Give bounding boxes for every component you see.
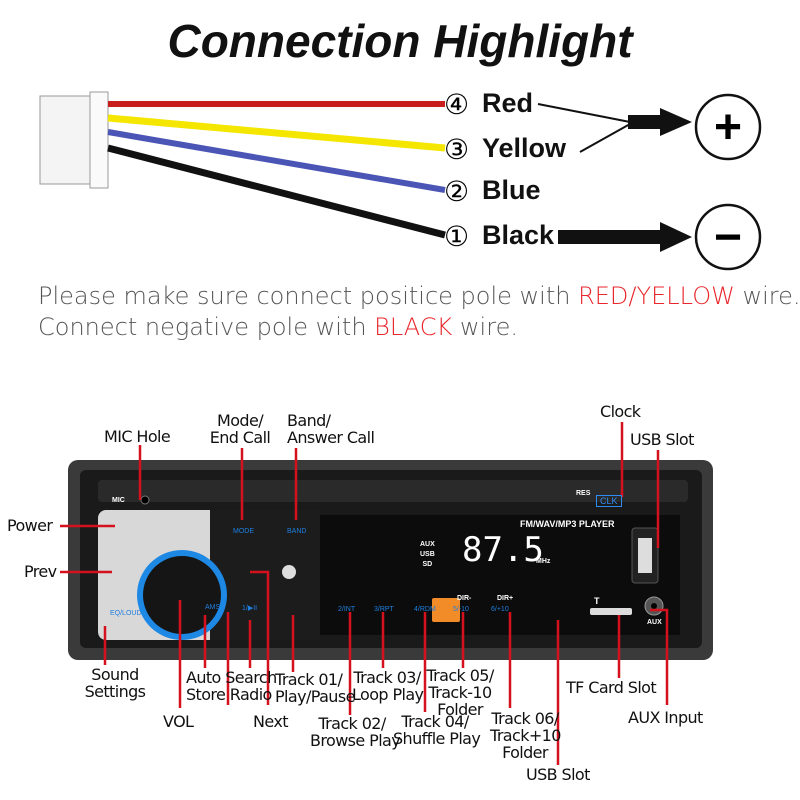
plus-sign: + xyxy=(713,101,743,154)
play-pause-button[interactable]: 1/▶II xyxy=(242,605,258,612)
res-button[interactable]: RES xyxy=(576,490,591,497)
wire-label-red: Red xyxy=(482,88,534,118)
red-arrow-line xyxy=(537,103,631,123)
aux-text: AUX xyxy=(647,619,662,626)
label-track-02: Track 02/Browse Play xyxy=(310,714,401,750)
label-usb-slot-bottom: USB Slot xyxy=(526,765,590,784)
wire-number: ② xyxy=(444,176,470,207)
note-line-2: Connect negative pole with BLACK wire. xyxy=(38,313,518,341)
clk-button[interactable]: CLK xyxy=(596,495,622,507)
minus-sign: − xyxy=(713,211,743,264)
mic-hole-icon xyxy=(140,495,150,505)
wire-label-black: Black xyxy=(482,220,555,250)
frequency-unit: MHz xyxy=(536,558,551,565)
plus-pole-icon xyxy=(694,93,762,161)
label-track-01: Track 01/Play/Pause xyxy=(275,670,355,706)
dir-plus-text: DIR+ xyxy=(497,595,514,602)
mic-text: MIC xyxy=(112,497,125,504)
preset-2-button[interactable]: 2/INT xyxy=(338,606,356,613)
frequency-display: 87.5 xyxy=(462,530,544,570)
label-usb-slot-top: USB Slot xyxy=(630,430,694,449)
wire-label-yellow: Yellow xyxy=(482,133,567,163)
wire-number: ③ xyxy=(444,134,470,165)
page-title: Connection Highlight xyxy=(167,15,633,67)
wire-number: ④ xyxy=(444,89,470,120)
label-tf-card-slot: TF Card Slot xyxy=(566,678,657,697)
preset-6-button[interactable]: 6/+10 xyxy=(491,606,509,613)
connector-housing xyxy=(89,91,109,189)
label-aux-input: AUX Input xyxy=(628,708,703,727)
label-mic-hole: MIC Hole xyxy=(104,427,171,446)
usb-port-icon xyxy=(638,538,652,573)
ir-sensor-icon xyxy=(282,565,296,579)
preset-5-button[interactable]: 5/-10 xyxy=(453,606,469,613)
tf-text: T xyxy=(594,596,600,606)
player-label: FM/WAV/MP3 PLAYER xyxy=(520,519,615,529)
dir-minus-text: DIR- xyxy=(457,595,472,602)
label-prev: Prev xyxy=(24,562,57,581)
yellow-arrow-line xyxy=(579,123,631,153)
label-clock: Clock xyxy=(600,402,641,421)
blue-wire xyxy=(107,129,446,193)
label-vol: VOL xyxy=(163,712,194,731)
preset-3-button[interactable]: 3/RPT xyxy=(374,606,394,613)
callout-lines xyxy=(60,422,669,765)
usb-charge-port-icon xyxy=(432,598,460,622)
label-mode: Mode/End Call xyxy=(209,411,271,447)
minus-arrow-icon xyxy=(660,222,692,252)
yellow-wire xyxy=(107,114,446,152)
ams-button[interactable]: AMS xyxy=(205,604,221,611)
label-band: Band/Answer Call xyxy=(287,411,375,447)
band-button[interactable]: BAND xyxy=(287,528,307,535)
label-track-03: Track 03/Loop Play xyxy=(352,668,424,704)
minus-pole-icon xyxy=(694,203,762,271)
volume-knob xyxy=(143,556,221,634)
aux-jack-icon xyxy=(651,603,657,609)
plus-arrow-icon xyxy=(660,108,692,136)
wire-label-blue: Blue xyxy=(482,175,541,205)
black-wire xyxy=(107,144,446,239)
label-power: Power xyxy=(7,516,53,535)
note-line-1: Please make sure connect positice pole w… xyxy=(38,282,800,310)
label-next: Next xyxy=(253,712,288,731)
mode-button[interactable]: MODE xyxy=(233,528,254,535)
top-strip xyxy=(98,480,688,502)
tf-slot-icon xyxy=(590,608,632,615)
preset-4-button[interactable]: 4/RDM xyxy=(414,606,436,613)
label-track-04: Track 04/Shuffle Play xyxy=(393,712,481,748)
eq-loud-button[interactable]: EQ/LOUD xyxy=(110,610,142,617)
wire-number: ① xyxy=(444,221,470,252)
